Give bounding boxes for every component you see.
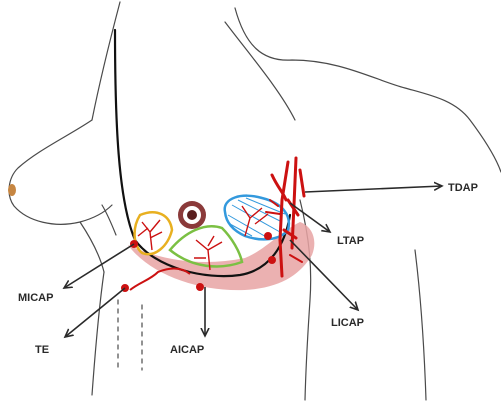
nipple — [8, 184, 16, 196]
micap-label: MICAP — [18, 292, 53, 304]
te-arrow — [65, 288, 125, 337]
licap-perforator — [268, 256, 276, 264]
flank-line-left — [92, 272, 104, 395]
tdap-arrow — [305, 186, 442, 192]
neck-line — [225, 22, 295, 120]
licap-label: LICAP — [331, 317, 364, 329]
aicap-perforator — [196, 283, 204, 291]
inframammary-mark — [102, 205, 116, 235]
aicap-label: AICAP — [170, 344, 204, 356]
ltap-label: LTAP — [337, 235, 364, 247]
shoulder-curve — [235, 8, 501, 172]
torso-right-line — [415, 250, 426, 400]
contralateral-breast-outline — [9, 120, 112, 224]
licap-arrow — [290, 240, 358, 310]
areola — [178, 201, 206, 229]
te-label: TE — [35, 344, 49, 356]
tdap-label: TDAP — [448, 182, 478, 194]
micap-arrow — [64, 244, 134, 288]
body-outline — [9, 2, 501, 400]
ltap-perforator — [264, 232, 272, 240]
